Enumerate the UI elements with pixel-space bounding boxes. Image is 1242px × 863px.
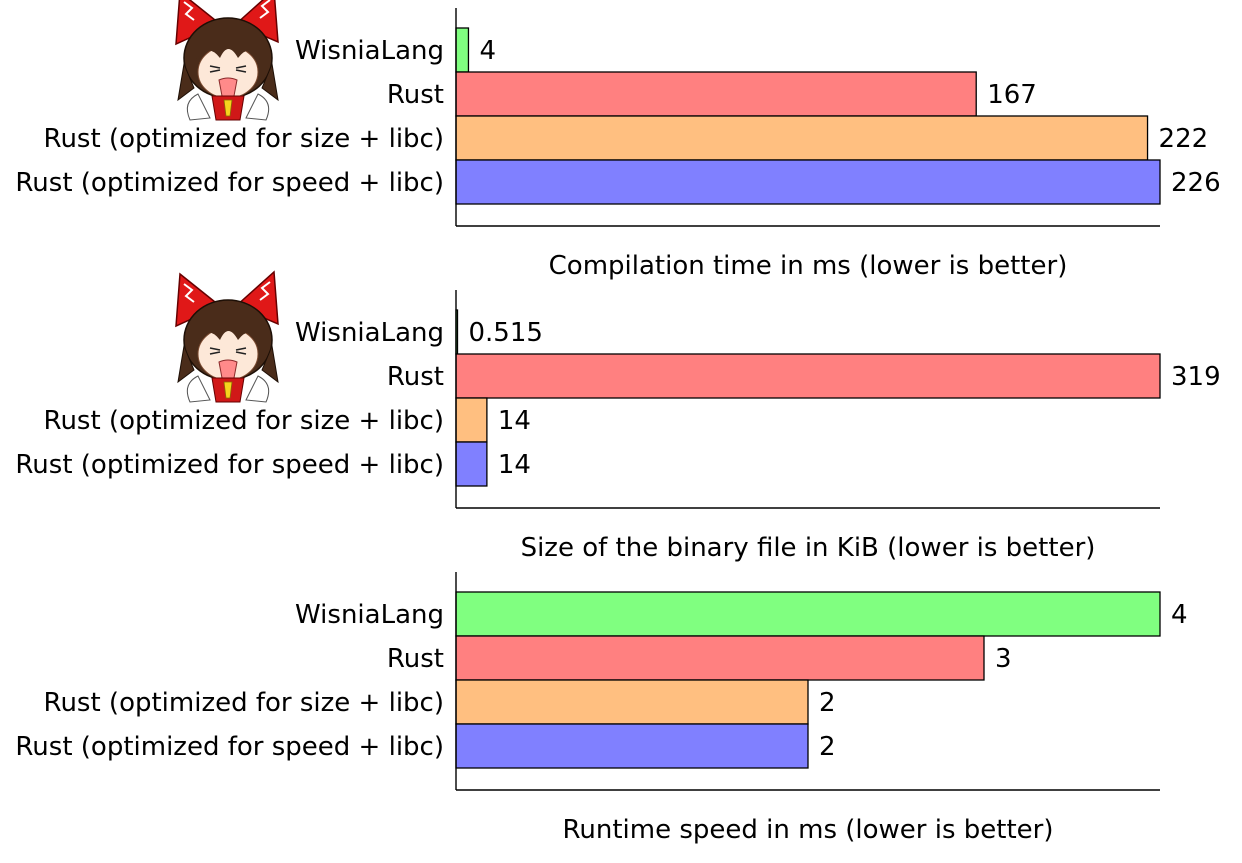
x-axis-label: Compilation time in ms (lower is better) (549, 251, 1068, 281)
category-label: Rust (optimized for size + libc) (44, 124, 444, 154)
category-label: Rust (387, 362, 444, 392)
category-label: Rust (387, 80, 444, 110)
value-label: 3 (995, 644, 1012, 674)
category-label: WisniaLang (295, 600, 444, 630)
value-label: 4 (1171, 600, 1188, 630)
reimu-mascot-icon (175, 270, 279, 403)
category-label: Rust (optimized for speed + libc) (15, 732, 444, 762)
bar-1 (455, 27, 470, 73)
x-axis-label: Size of the binary file in KiB (lower is… (521, 533, 1096, 563)
category-label: Rust (optimized for size + libc) (44, 406, 444, 436)
x-axis-label: Runtime speed in ms (lower is better) (562, 815, 1053, 845)
value-label: 2 (819, 688, 836, 718)
value-label: 319 (1171, 362, 1221, 392)
bar-1 (455, 591, 1161, 637)
bar-2 (455, 71, 977, 117)
category-label: Rust (optimized for speed + libc) (15, 450, 444, 480)
category-label: WisniaLang (295, 318, 444, 348)
value-label: 0.515 (469, 318, 543, 348)
category-label: Rust (optimized for size + libc) (44, 688, 444, 718)
bar-4 (455, 159, 1161, 205)
bar-4 (455, 723, 809, 769)
bar-3 (455, 397, 488, 443)
reimu-mascot-icon (175, 0, 279, 121)
value-label: 222 (1159, 124, 1209, 154)
bar-3 (455, 115, 1149, 161)
value-label: 226 (1171, 168, 1221, 198)
value-label: 4 (479, 36, 496, 66)
value-label: 167 (987, 80, 1037, 110)
category-label: Rust (387, 644, 444, 674)
category-label: Rust (optimized for speed + libc) (15, 168, 444, 198)
value-label: 14 (498, 406, 531, 436)
bar-2 (455, 353, 1161, 399)
value-label: 14 (498, 450, 531, 480)
category-label: WisniaLang (295, 36, 444, 66)
bar-4 (455, 441, 488, 487)
bar-3 (455, 679, 809, 725)
bar-2 (455, 635, 985, 681)
value-label: 2 (819, 732, 836, 762)
